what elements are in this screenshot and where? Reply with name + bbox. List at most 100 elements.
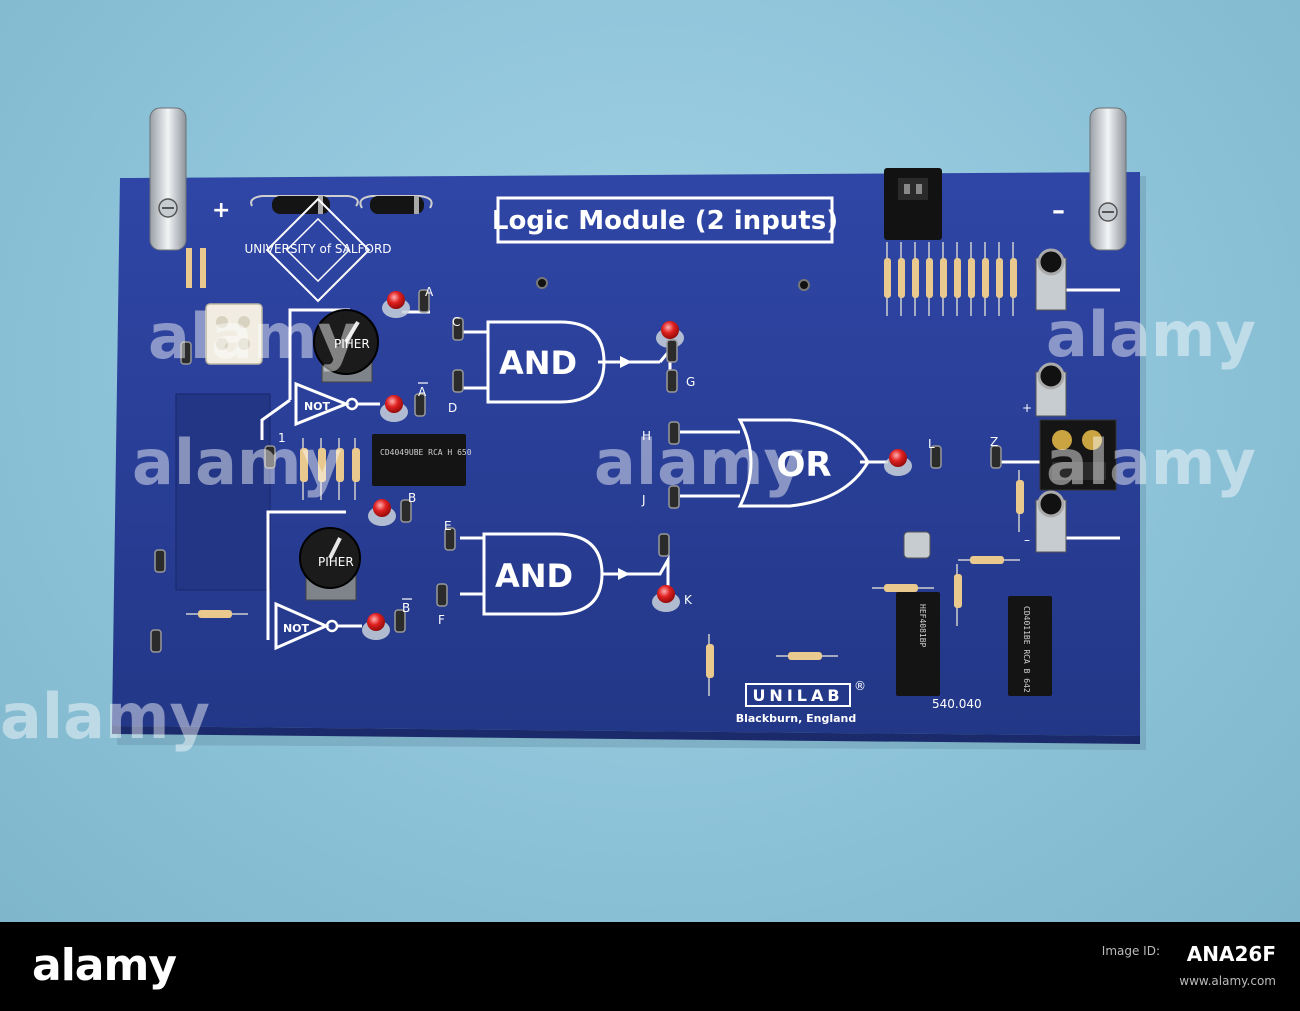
pin-label-d: D	[448, 401, 457, 415]
pin-label-g: G	[686, 375, 695, 389]
ic-chip-right-a: HEF4081BP	[896, 592, 940, 696]
diode-right	[359, 195, 433, 214]
plus-terminal-label: +	[212, 198, 230, 223]
pin-label-l: L	[928, 437, 935, 451]
resistor	[788, 652, 822, 660]
board-edge	[112, 726, 1140, 744]
ic-chip-right-b-label: CD4011BE RCA B 642	[1022, 606, 1031, 693]
and-gate-top-label: AND	[499, 344, 577, 382]
pin-one-marker: 1	[278, 431, 286, 445]
image-id-label: Image ID:	[1101, 944, 1160, 958]
pin-label-b: B	[408, 491, 416, 505]
right-metal-clip	[1089, 107, 1127, 251]
resistor	[706, 644, 714, 678]
led	[367, 613, 385, 631]
not-gate-bottom: NOT	[274, 601, 362, 651]
resistor	[352, 448, 360, 482]
socket-pin	[180, 341, 192, 365]
socket-pin	[436, 583, 448, 607]
resistor	[884, 258, 891, 298]
brand-registered: ®	[854, 679, 866, 693]
university-logo: UNIVERSITY of SALFORD	[244, 197, 392, 303]
pin-label-minus: –	[1024, 533, 1030, 547]
mounting-hole	[798, 279, 810, 291]
potentiometer-top-label: PIHER	[334, 337, 370, 351]
resistor	[968, 258, 975, 298]
socket-pin	[444, 527, 456, 551]
image-id: ANA26F	[1186, 942, 1276, 966]
ic-chip-left-label: CD4049UBE RCA H 650	[380, 448, 472, 457]
and-gate-top: AND	[486, 320, 632, 404]
resistor-array	[884, 242, 1017, 316]
input-connector-top	[205, 303, 263, 365]
small-resistors	[186, 438, 1024, 696]
pin-label-a: A	[425, 285, 434, 299]
socket-pin	[658, 533, 670, 557]
pin-label-c: C	[452, 315, 460, 329]
jack-socket-middle	[1035, 362, 1067, 417]
watermark: alamy	[148, 300, 358, 373]
brand-location: Blackburn, England	[736, 712, 857, 725]
pin-label-h: H	[642, 429, 651, 443]
photo: + – UNIVERSITY of SALFORD Logic Module (…	[0, 0, 1300, 922]
unilab-logo: UNILAB ®	[745, 679, 866, 707]
socket-pin	[264, 445, 276, 469]
output-terminal-block	[1039, 419, 1117, 491]
stock-photo-strip: alamy Image ID: ANA26F www.alamy.com	[0, 922, 1300, 1011]
left-metal-clip	[149, 107, 187, 251]
power-connector	[884, 168, 942, 240]
resistor	[1010, 258, 1017, 298]
resistor	[996, 258, 1003, 298]
resistor	[318, 448, 326, 482]
resistor	[1016, 480, 1024, 514]
resistor	[198, 610, 232, 618]
led	[657, 585, 675, 603]
not-gate-top-label: NOT	[304, 400, 331, 413]
watermark: alamy	[1046, 426, 1256, 499]
socket-pin	[150, 629, 162, 653]
pin-label-z: Z	[990, 435, 998, 449]
socket-pin	[668, 485, 680, 509]
and-gate-bottom-label: AND	[495, 557, 573, 595]
watermark: alamy	[132, 426, 342, 499]
resistor	[336, 448, 344, 482]
resistor	[912, 258, 919, 298]
watermark: alamy	[0, 680, 210, 753]
or-gate-label: OR	[776, 445, 831, 485]
resistor	[926, 258, 933, 298]
led	[387, 291, 405, 309]
potentiometer-bottom: PIHER	[299, 527, 361, 601]
or-gate: OR	[737, 418, 870, 508]
pin-label-b-bar: B	[402, 601, 410, 615]
watermark: alamy	[594, 426, 804, 499]
socket-pin	[452, 369, 464, 393]
socket-pin	[418, 289, 430, 313]
circuit-board	[112, 172, 1140, 736]
socket-pin	[414, 393, 426, 417]
jack-socket-bottom	[1035, 490, 1067, 553]
resistor	[898, 258, 905, 298]
watermark: alamy	[1046, 298, 1256, 371]
mounting-hole	[536, 277, 548, 289]
connector-bracket	[175, 393, 271, 591]
socket-pin	[452, 317, 464, 341]
pin-label-j: J	[641, 493, 646, 507]
socket-pin	[990, 445, 1002, 469]
pin-label-f: F	[438, 613, 445, 627]
socket-pins	[150, 289, 1002, 653]
resistor	[954, 258, 961, 298]
potentiometer-bottom-label: PIHER	[318, 555, 354, 569]
resistor	[954, 574, 962, 608]
led	[889, 449, 907, 467]
socket-pin	[668, 421, 680, 445]
potentiometer-top: PIHER	[313, 309, 379, 383]
pin-label-plus: +	[1022, 401, 1032, 415]
socket-pin	[154, 549, 166, 573]
not-gate-bottom-label: NOT	[283, 622, 310, 635]
not-gate-top: NOT	[294, 381, 380, 427]
socket-pin	[394, 609, 406, 633]
led	[373, 499, 391, 517]
socket-pin	[666, 339, 678, 363]
socket-pin	[666, 369, 678, 393]
university-logo-text: UNIVERSITY of SALFORD	[244, 242, 391, 256]
